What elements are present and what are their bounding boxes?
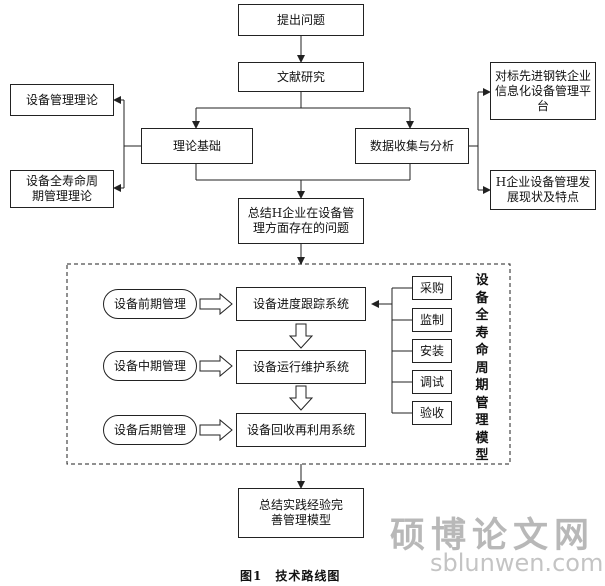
theory-base-box: 理论基础 <box>141 128 253 164</box>
watermark-cn: 硕博论文网 <box>390 515 596 556</box>
maintenance-system-box: 设备运行维护系统 <box>236 350 366 384</box>
late-management-pill: 设备后期管理 <box>103 415 197 445</box>
acceptance-box: 验收 <box>412 401 452 425</box>
watermark-en: sblunwen.com <box>430 549 604 577</box>
supervise-box: 监制 <box>412 308 452 332</box>
early-management-pill: 设备前期管理 <box>103 289 197 319</box>
benchmark-box: 对标先进钢铁企业信息化设备管理平台 <box>490 62 596 120</box>
mid-management-pill: 设备中期管理 <box>103 351 197 381</box>
model-frame <box>66 263 511 465</box>
summary-problems-box: 总结H企业在设备管理方面存在的问题 <box>238 198 364 244</box>
raise-problem-box: 提出问题 <box>238 4 364 36</box>
equipment-theory-box: 设备管理理论 <box>10 84 114 116</box>
hollow-arrow-down-1 <box>288 323 314 349</box>
hollow-arrow-right-2 <box>199 354 233 378</box>
model-vertical-label: 设备全寿命周期管理模型 <box>475 273 489 463</box>
hollow-arrow-right-3 <box>199 418 233 442</box>
progress-tracking-system-box: 设备进度跟踪系统 <box>236 287 366 321</box>
recycle-system-box: 设备回收再利用系统 <box>236 413 366 447</box>
literature-research-box: 文献研究 <box>238 62 364 92</box>
lifecycle-theory-box: 设备全寿命周期管理理论 <box>10 170 114 208</box>
purchase-box: 采购 <box>412 276 452 300</box>
hollow-arrow-right-1 <box>199 292 233 316</box>
install-box: 安装 <box>412 339 452 363</box>
data-analysis-box: 数据收集与分析 <box>355 128 469 164</box>
figure-caption: 图1 技术路线图 <box>240 569 341 583</box>
debug-box: 调试 <box>412 370 452 394</box>
h-status-box: H企业设备管理发展现状及特点 <box>490 170 596 210</box>
hollow-arrow-down-2 <box>288 385 314 411</box>
final-summary-box: 总结实践经验完善管理模型 <box>238 488 364 538</box>
